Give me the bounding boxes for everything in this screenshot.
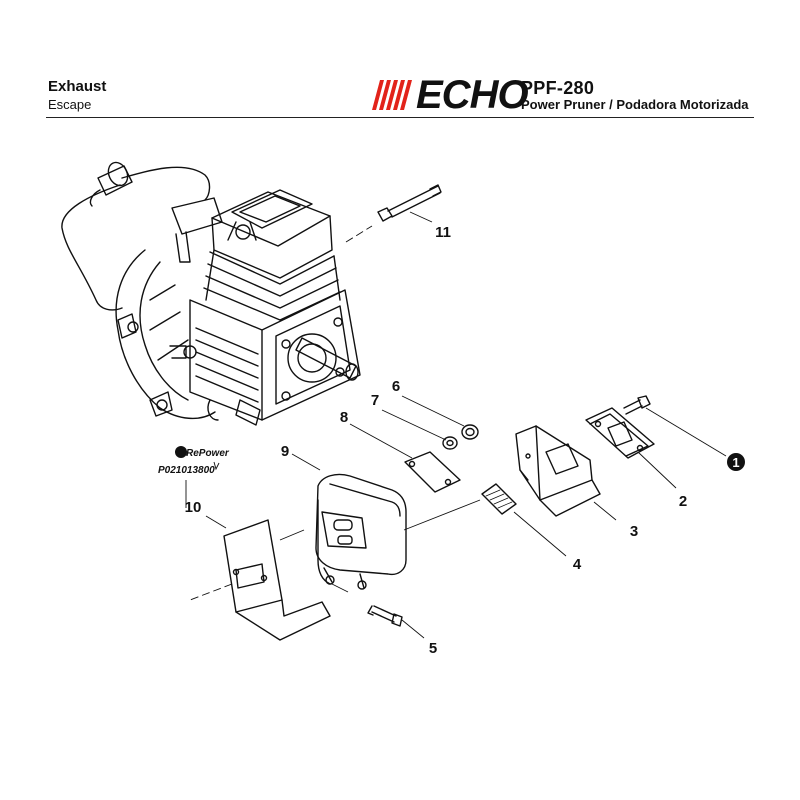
callout-11: 11 [435, 224, 451, 241]
part-6-nut [461, 424, 479, 440]
callout-8: 8 [340, 409, 348, 426]
product-name: Power Pruner / Podadora Motorizada [521, 97, 749, 112]
callout-4: 4 [573, 556, 582, 573]
part-7-washer [442, 436, 458, 450]
repower-brand-label: RePower [186, 448, 230, 459]
callout-5: 5 [429, 640, 437, 657]
brand-name: ECHO [416, 73, 529, 117]
leader-lines [185, 211, 727, 639]
model-number: PPF-280 [521, 78, 595, 98]
part-9-muffler [315, 473, 407, 590]
callout-1: 1 [732, 455, 739, 470]
section-title-spanish: Escape [48, 97, 92, 112]
echo-logo: ECHO [370, 73, 529, 117]
part-1-screw [623, 395, 651, 415]
part-4-screen [481, 483, 517, 515]
repower-part-number: P021013800 [158, 465, 215, 476]
repower-icon [175, 446, 187, 458]
callout-3: 3 [630, 523, 638, 540]
page-header: Exhaust Escape ECHO PPF-280 Power Pruner… [0, 0, 800, 120]
engine-assembly [61, 161, 361, 426]
callout-7: 7 [371, 392, 379, 409]
callout-2: 2 [679, 493, 687, 510]
logo-stripes-icon [372, 80, 412, 110]
part-8-plate [404, 451, 461, 493]
callout-1-badge [727, 453, 745, 471]
part-10-reflector [223, 519, 331, 641]
callout-labels: 1 2 3 4 5 6 7 8 9 10 11 [185, 224, 745, 657]
callout-9: 9 [281, 443, 289, 460]
part-2-gasket [585, 407, 655, 459]
repower-reference: RePower P021013800 [158, 446, 230, 476]
part-3-bracket [515, 425, 601, 517]
callout-10: 10 [185, 499, 202, 516]
part-11-bolt [377, 184, 442, 222]
section-title: Exhaust [48, 78, 107, 95]
callout-6: 6 [392, 378, 400, 395]
part-5-bolt [367, 605, 403, 627]
header-divider [46, 117, 754, 118]
